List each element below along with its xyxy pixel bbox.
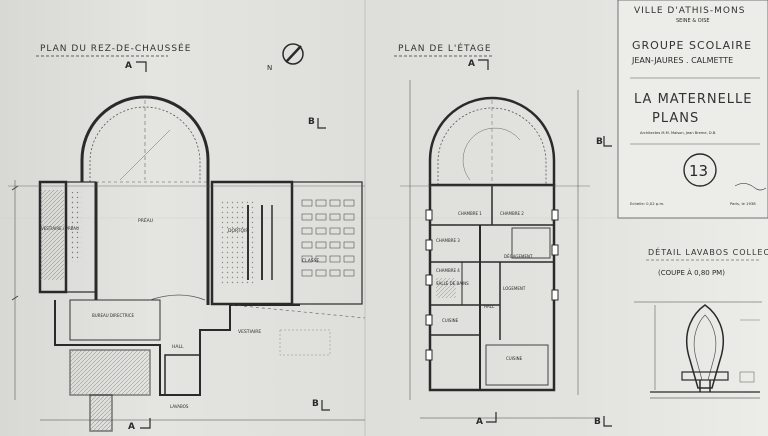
section-arrow-icon — [478, 59, 489, 70]
room-label: LAVABOS — [170, 404, 189, 409]
room-label: HALL — [172, 344, 184, 350]
section-arrow-icon — [136, 61, 147, 72]
room-label: CHAMBRE 1 — [458, 211, 482, 216]
date-note: Paris, le 1938 — [730, 201, 756, 206]
section-arrow-icon — [603, 136, 612, 147]
sheet-number: 13 — [689, 162, 708, 180]
section-arrow-icon — [140, 418, 151, 429]
ground-floor-title: PLAN DU REZ-DE-CHAUSSÉE — [40, 42, 191, 54]
room-label: CUISINE — [442, 318, 459, 323]
room-label: SALLE DE BAINS — [436, 281, 469, 286]
section-arrow-icon — [603, 416, 612, 427]
sheet-number-circle — [683, 153, 717, 187]
section-arrow-icon — [486, 412, 497, 423]
upper-floor-title: PLAN DE L'ÉTAGE — [398, 42, 492, 54]
document-type: PLANS — [652, 111, 699, 126]
section-mark-b-bottom: B — [312, 399, 319, 409]
room-label: HALL — [484, 304, 495, 309]
north-arrow-icon: N — [267, 43, 304, 72]
detail-subtitle: (COUPE À 0,80 PM) — [658, 268, 725, 277]
section-arrow-icon — [321, 400, 330, 411]
detail-title: DÉTAIL LAVABOS COLLECTIFS — [648, 246, 768, 257]
section-mark-b-bottom: B — [594, 417, 601, 427]
department: SEINE & OISE — [676, 18, 710, 24]
room-label: PRÉAU — [138, 216, 153, 224]
section-mark-a: A — [125, 61, 132, 71]
upper-floor-plan: PLAN DE L'ÉTAGE A A B B — [394, 42, 612, 427]
title-block: VILLE D'ATHIS-MONS SEINE & OISE GROUPE S… — [617, 0, 768, 219]
signature — [734, 183, 767, 191]
school-name: GROUPE SCOLAIRE — [632, 39, 752, 52]
section-mark-a: A — [468, 59, 475, 69]
section-mark-b: B — [596, 137, 603, 147]
room-label: CLASSE — [302, 258, 320, 264]
scale-note: Echelle: 0,02 p.m. — [630, 201, 664, 206]
section-mark-a-bottom: A — [476, 417, 483, 427]
school-subtitle: JEAN-JAURES . CALMETTE — [631, 56, 733, 65]
architect-credit: Architectes M.M. Maison, Jean Breme, D.B… — [640, 131, 716, 135]
room-label: CHAMBRE 4 — [436, 268, 460, 273]
room-label: CHAMBRE 3 — [436, 238, 460, 243]
svg-text:N: N — [267, 64, 272, 72]
ground-floor-plan: PLAN DU REZ-DE-CHAUSSÉE — [8, 42, 366, 432]
section-mark-a-bottom: A — [128, 422, 135, 432]
section-arrow-icon — [317, 118, 326, 129]
room-label: LOGEMENT — [503, 286, 526, 291]
washbasin-detail: DÉTAIL LAVABOS COLLECTIFS (COUPE À 0,80 … — [634, 246, 768, 399]
room-label: DORTOIR — [228, 228, 249, 234]
room-label: CHAMBRE 2 — [500, 211, 524, 216]
building-name: LA MATERNELLE — [634, 92, 753, 107]
city-name: VILLE D'ATHIS-MONS — [634, 6, 745, 16]
room-label: BUREAU DIRECTRICE — [92, 313, 134, 318]
room-label: VESTIAIRE — [238, 329, 261, 335]
room-label: CUISINE — [506, 356, 523, 361]
room-label: DÉGAGEMENT — [504, 254, 533, 259]
section-mark-b: B — [308, 117, 315, 127]
room-label: VESTIAIRE / PRÉAU — [41, 226, 79, 231]
